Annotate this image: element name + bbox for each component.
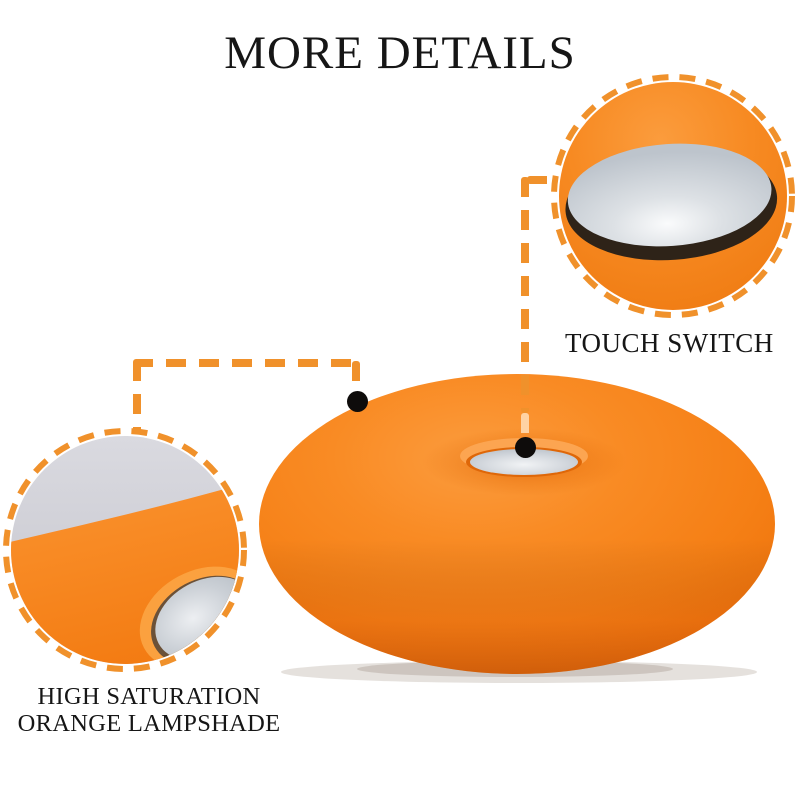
leader-line-touch-horizontal xyxy=(527,176,558,184)
leader-line-touch-vertical xyxy=(521,177,529,413)
switch-dome xyxy=(567,143,772,247)
lamp-photo xyxy=(259,374,775,683)
leader-line-shade-vertical-right xyxy=(352,361,360,393)
lampshade-label-line1: HIGH SATURATION xyxy=(37,683,261,710)
lampshade-label-line2: ORANGE LAMPSHADE xyxy=(17,710,281,737)
leader-line-touch-vertical-on-lamp xyxy=(521,413,529,439)
touch-switch-detail-circle xyxy=(551,74,795,318)
page-title: MORE DETAILS xyxy=(224,27,576,79)
dashed-ring xyxy=(551,74,795,318)
leader-line-shade-vertical-left xyxy=(133,361,141,434)
lamp-hole-dome xyxy=(470,449,578,475)
dashed-ring xyxy=(3,428,247,672)
lampshade-detail-circle xyxy=(3,428,247,672)
leader-line-shade-horizontal xyxy=(133,359,360,367)
lampshade-label: HIGH SATURATION ORANGE LAMPSHADE xyxy=(0,683,298,737)
lamp-body-shading xyxy=(259,374,775,674)
touch-switch-label: TOUCH SWITCH xyxy=(565,328,774,358)
callout-dot-lampshade xyxy=(347,391,368,412)
callout-dot-touch-switch xyxy=(515,437,536,458)
